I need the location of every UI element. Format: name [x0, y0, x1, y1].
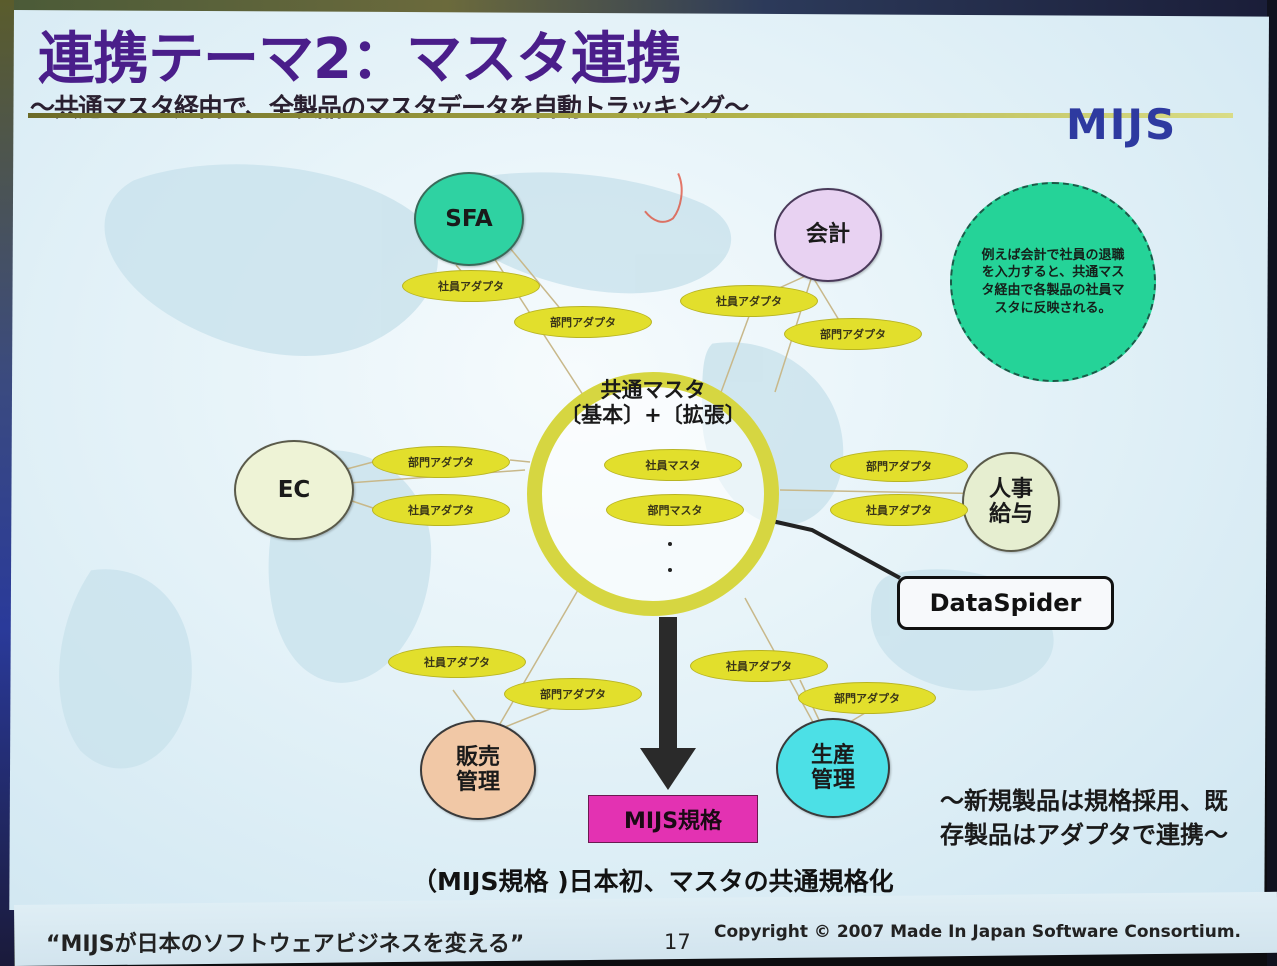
slide-title: 連携テーマ2：マスタ連携: [38, 27, 682, 92]
ellipsis-dot: [668, 568, 672, 572]
sfa-node: SFA: [414, 172, 524, 266]
hanbai-bumon-adapter: 部門アダプタ: [504, 678, 642, 710]
jinji-node: 人事 給与: [962, 452, 1060, 552]
down-arrow: [640, 617, 696, 790]
seisan-shain-adapter: 社員アダプタ: [690, 650, 828, 682]
slide-subtitle: ～共通マスタ経由で、全製品のマスタデータを自動トラッキング～: [30, 93, 749, 122]
kaikei-bumon-adapter: 部門アダプタ: [784, 318, 922, 350]
page-number: 17: [664, 930, 691, 954]
hanbai-shain-adapter: 社員アダプタ: [388, 646, 526, 678]
example-callout: 例えば会計で社員の退職を入力すると、共通マスタ経由で各製品の社員マスタに反映され…: [950, 182, 1156, 382]
dataspider-label: DataSpider: [897, 576, 1114, 630]
shain-master-item: 社員マスタ: [604, 449, 742, 481]
ec-shain-adapter: 社員アダプタ: [372, 494, 510, 526]
common-master-title: 共通マスタ 〔基本〕+〔拡張〕: [560, 378, 746, 428]
hanbai-node: 販売 管理: [420, 720, 536, 820]
jinji-shain-adapter: 社員アダプタ: [830, 494, 968, 526]
photo-surround-right: [1267, 0, 1277, 966]
kaikei-node: 会計: [774, 188, 882, 282]
mijs-logo: MIJS: [1066, 100, 1178, 149]
bumon-master-item: 部門マスタ: [606, 494, 744, 526]
sfa-shain-adapter: 社員アダプタ: [402, 270, 540, 302]
sfa-bumon-adapter: 部門アダプタ: [514, 306, 652, 338]
footer-slogan: “MIJSが日本のソフトウェアビジネスを変える”: [46, 932, 525, 957]
kaikei-shain-adapter: 社員アダプタ: [680, 285, 818, 317]
seisan-bumon-adapter: 部門アダプタ: [798, 682, 936, 714]
jinji-bumon-adapter: 部門アダプタ: [830, 450, 968, 482]
conclusion-text: （MIJS規格 )日本初、マスタの共通規格化: [412, 867, 894, 896]
ec-bumon-adapter: 部門アダプタ: [372, 446, 510, 478]
copyright-text: Copyright © 2007 Made In Japan Software …: [714, 922, 1242, 942]
ec-node: EC: [234, 440, 354, 540]
mijs-standard-box: MIJS規格: [588, 795, 758, 843]
seisan-node: 生産 管理: [776, 718, 890, 818]
title-underline: [28, 113, 1233, 118]
adapter-note: ～新規製品は規格採用、既 存製品はアダプタで連携～: [940, 787, 1228, 849]
ellipsis-dot: [668, 542, 672, 546]
